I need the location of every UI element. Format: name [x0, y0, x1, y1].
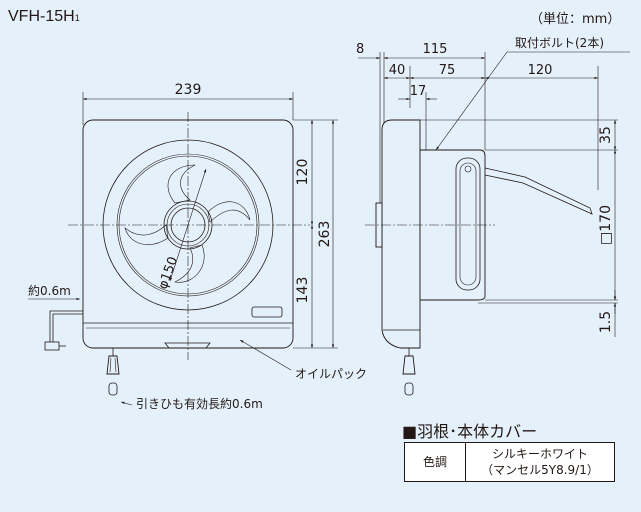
mounting-slot — [455, 157, 481, 291]
oil-pack-label: オイルパック — [295, 367, 367, 381]
width-dim: 239 — [175, 82, 202, 98]
mounting-bracket — [484, 167, 593, 215]
bottom-tab — [164, 342, 211, 349]
model-title: VFH-15H1 — [8, 8, 80, 25]
top-dim: 120 — [295, 159, 311, 186]
dim-170: □170 — [598, 205, 614, 245]
dim-35: 35 — [598, 126, 614, 144]
height-dim: 263 — [317, 221, 333, 248]
color-key: 色調 — [404, 442, 466, 482]
dim-17: 17 — [410, 84, 427, 99]
bottom-dim: 143 — [295, 277, 311, 304]
power-cord — [49, 310, 83, 342]
legend-title: ■羽根･本体カバー — [402, 422, 538, 441]
color-spec-table: 色調 シルキーホワイト （マンセル5Y8.9/1） — [404, 442, 615, 482]
color-name: シルキーホワイト — [491, 447, 588, 461]
switch-indicator — [251, 306, 283, 318]
dim-1-5: 1.5 — [598, 311, 614, 333]
dim-75: 75 — [439, 63, 456, 78]
dim-8: 8 — [356, 42, 364, 57]
cord-length-label: 約0.6m — [28, 283, 71, 298]
color-value: シルキーホワイト （マンセル5Y8.9/1） — [465, 442, 615, 482]
bolt-label: 取付ボルト(2本) — [515, 36, 604, 50]
dim-115: 115 — [423, 42, 448, 57]
dim-120: 120 — [528, 63, 553, 78]
pull-cord-tassel-icon — [106, 355, 120, 375]
dim-40: 40 — [389, 63, 406, 78]
unit-label: （単位：mm） — [530, 12, 621, 27]
side-body — [381, 119, 421, 349]
side-pull-cord-tassel-icon — [402, 355, 416, 375]
front-view: 239 φ150 120 263 143 約0.6m — [28, 82, 367, 411]
munsell-value: （マンセル5Y8.9/1） — [481, 463, 599, 477]
pull-cord-handle — [108, 382, 118, 396]
pull-cord-label: 引きひも有効長約0.6m — [136, 396, 263, 411]
plug-icon — [44, 341, 60, 351]
table-row: 色調 シルキーホワイト （マンセル5Y8.9/1） — [404, 442, 615, 482]
side-view: 8 115 40 75 120 17 取付ボルト(2本) 35 □17 — [356, 36, 630, 396]
